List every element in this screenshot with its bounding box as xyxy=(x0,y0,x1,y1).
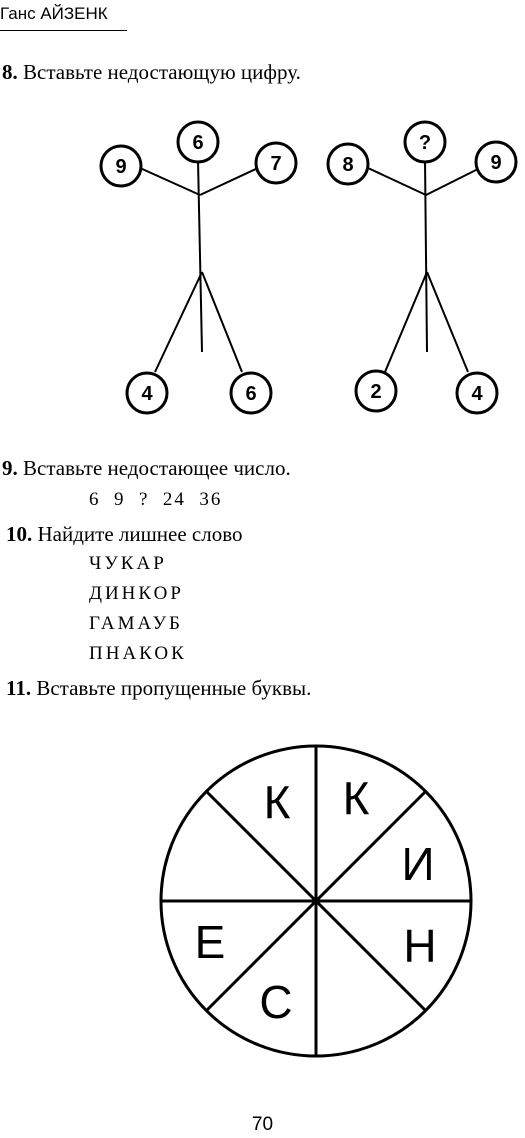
sector-right-upper-letter: И xyxy=(401,838,434,890)
right-figure-body xyxy=(424,159,428,353)
left-head-value: 6 xyxy=(192,132,203,154)
wheel-divider-diagonal-2 xyxy=(204,789,428,1013)
word-item: ПНАКОК xyxy=(89,643,187,664)
stick-figures: 6 9 7 4 6 ? 8 9 2 4 xyxy=(99,120,518,415)
problem-10-heading: 10. Найдите лишнее слово xyxy=(6,522,243,547)
problem-9-number: 9. xyxy=(2,456,18,480)
letter-wheel: К К И Н С Е xyxy=(159,744,473,1058)
sector-top-right-letter: К xyxy=(343,772,370,824)
left-figure-right-arm xyxy=(199,167,259,196)
left-figure-right-leg xyxy=(201,271,243,373)
left-left-hand-value: 9 xyxy=(115,156,126,178)
sector-top-left-letter: К xyxy=(264,776,291,828)
left-right-hand-circle xyxy=(254,141,298,185)
problem-9-heading: 9. Вставьте недостающее число. xyxy=(2,456,291,481)
right-right-foot-value: 4 xyxy=(471,383,483,405)
left-right-foot-circle xyxy=(229,371,273,415)
right-right-foot-circle xyxy=(455,371,499,415)
number-sequence: 6 9 ? 24 36 xyxy=(89,489,223,510)
author-header: Ганс АЙЗЕНК xyxy=(0,4,108,23)
right-left-hand-value: 8 xyxy=(342,154,353,176)
left-head-circle xyxy=(176,120,220,164)
right-head-circle xyxy=(403,120,447,164)
page-number: 70 xyxy=(251,1114,274,1135)
left-left-foot-circle xyxy=(125,371,169,415)
left-figure-body xyxy=(197,159,203,353)
right-figure-left-arm xyxy=(367,167,427,196)
problem-10-text: Найдите лишнее слово xyxy=(37,522,243,546)
left-figure-left-arm xyxy=(139,167,201,196)
header-rule xyxy=(0,30,127,31)
left-right-foot-value: 6 xyxy=(245,383,256,405)
right-right-hand-value: 9 xyxy=(490,152,501,174)
problem-11-number: 11. xyxy=(6,676,32,700)
left-right-hand-value: 7 xyxy=(270,153,281,175)
problem-8-heading: 8. Вставьте недостающую цифру. xyxy=(2,60,301,85)
word-item: ГАМАУБ xyxy=(89,613,183,634)
left-left-hand-circle xyxy=(99,144,143,188)
problem-8-text: Вставьте недостающую цифру. xyxy=(23,60,301,84)
right-head-value: ? xyxy=(419,132,431,154)
right-right-hand-circle xyxy=(474,140,518,184)
right-figure-left-leg xyxy=(384,271,428,373)
right-left-foot-circle xyxy=(354,369,398,413)
right-left-foot-value: 2 xyxy=(370,381,381,403)
left-left-foot-value: 4 xyxy=(141,383,153,405)
problem-11-heading: 11. Вставьте пропущенные буквы. xyxy=(6,676,311,701)
right-figure-right-arm xyxy=(425,164,487,196)
word-item: ЧУКАР xyxy=(89,553,167,574)
word-item: ДИНКОР xyxy=(89,583,184,604)
problem-8-number: 8. xyxy=(2,60,18,84)
problem-11-text: Вставьте пропущенные буквы. xyxy=(36,676,312,700)
right-figure-right-leg xyxy=(426,271,469,373)
sector-left-lower-letter: Е xyxy=(195,916,226,968)
right-left-hand-circle xyxy=(326,142,370,186)
sector-right-lower-letter: Н xyxy=(403,920,436,972)
sector-bottom-left-letter: С xyxy=(259,976,292,1028)
problem-10-number: 10. xyxy=(6,522,33,546)
left-figure-left-leg xyxy=(154,271,203,373)
problem-9-text: Вставьте недостающее число. xyxy=(23,456,291,480)
